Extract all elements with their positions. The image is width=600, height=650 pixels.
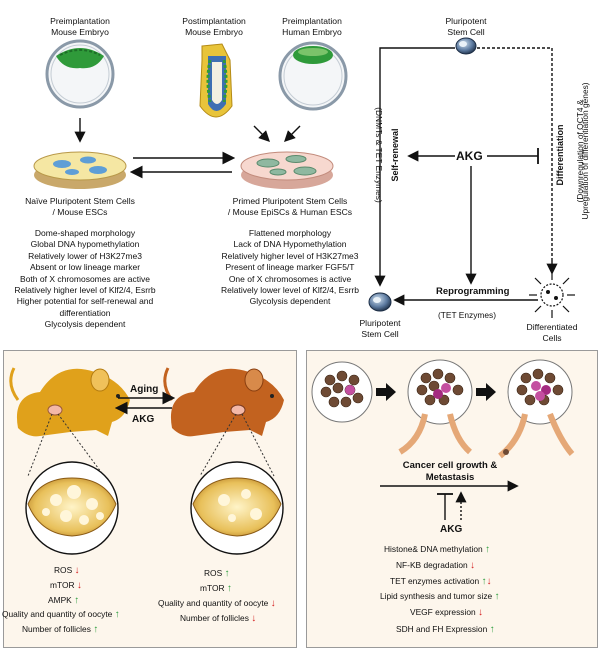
- aged-marker-ros: ROS ↑: [204, 568, 230, 579]
- bottom-stem-cell: [368, 292, 392, 312]
- arrow-down-icon: ↓: [74, 565, 80, 576]
- arrow-up-icon: ↑: [481, 576, 487, 587]
- young-marker-ros: ROS ↓: [54, 565, 80, 576]
- reprogramming-note: (TET Enzymes): [438, 310, 497, 320]
- akg-center: AKG: [456, 149, 483, 163]
- aged-mouse: [163, 367, 284, 437]
- arrow-up-icon: ↑: [93, 624, 99, 635]
- postimplantation-mouse-embryo: [199, 43, 233, 118]
- arrow-down-icon: ↓: [486, 576, 492, 587]
- effect-lipid: Lipid synthesis and tumor size ↑: [380, 591, 500, 602]
- aged-marker-oocyte: Quality and quantity of oocyte ↓: [158, 598, 276, 609]
- differentiation-note-2: Upregulation of differentiation genes): [580, 82, 590, 220]
- arrow-up-icon: ↑: [485, 544, 491, 555]
- arrow-down-icon: ↓: [76, 580, 82, 591]
- arrow-down-icon: ↓: [470, 560, 476, 571]
- arrow-up-icon: ↑: [494, 591, 500, 602]
- akg-cancer-label: AKG: [440, 524, 463, 535]
- young-ovary: [25, 461, 119, 555]
- arrow-down-icon: ↓: [251, 613, 257, 624]
- young-marker-mtor: mTOR ↓: [50, 580, 82, 591]
- self-renewal-label: Self-renewal: [390, 128, 400, 182]
- aged-marker-follicles: Number of follicles ↓: [180, 613, 257, 624]
- aged-marker-mtor: mTOR ↑: [200, 583, 232, 594]
- effect-vegf: VEGF expression ↓: [410, 607, 483, 618]
- arrow-up-icon: ↑: [224, 568, 230, 579]
- arrow-down-icon: ↓: [270, 598, 276, 609]
- primed-dish: [240, 151, 334, 189]
- naive-dish: [33, 151, 127, 189]
- effect-nfkb: NF-KB degradation ↓: [396, 560, 476, 571]
- young-marker-ampk: AMPK ↑: [48, 595, 80, 606]
- preimplantation-human-embryo: [278, 41, 348, 111]
- arrow-up-icon: ↑: [226, 583, 232, 594]
- young-marker-follicles: Number of follicles ↑: [22, 624, 99, 635]
- tumor-stage-2: [398, 359, 473, 455]
- self-renewal-note: (DNMTs & TET Enzymes): [374, 107, 384, 203]
- differentiated-cells: [529, 272, 575, 318]
- aged-ovary: [190, 461, 284, 555]
- aging-label: Aging: [130, 384, 159, 395]
- primed-title: Primed Pluripotent Stem Cells/ Mouse Epi…: [227, 196, 353, 217]
- preimplantation-mouse-embryo: [45, 39, 115, 109]
- differentiation-label: Differentiation: [555, 124, 565, 186]
- cancer-title: Cancer cell growth &Metastasis: [402, 460, 498, 483]
- akg-aging-label: AKG: [132, 414, 155, 425]
- tumor-stage-3: [498, 359, 575, 459]
- tumor-stage-1: [311, 361, 373, 423]
- arrow-up-icon: ↑: [74, 595, 80, 606]
- naive-title: Naïve Pluripotent Stem Cells/ Mouse ESCs: [25, 196, 135, 217]
- reprogramming-label: Reprogramming: [436, 286, 510, 297]
- arrow-down-icon: ↓: [477, 607, 483, 618]
- top-stem-cell: [455, 37, 477, 55]
- effect-tet: TET enzymes activation ↑↓: [390, 576, 492, 587]
- arrow-up-icon: ↑: [114, 609, 120, 620]
- young-mouse: [9, 367, 130, 437]
- arrow-up-icon: ↑: [489, 624, 495, 635]
- young-marker-oocyte: Quality and quantity of oocyte ↑: [2, 609, 120, 620]
- effect-histone: Histone& DNA methylation ↑: [384, 544, 491, 555]
- effect-sdh: SDH and FH Expression ↑: [396, 624, 495, 635]
